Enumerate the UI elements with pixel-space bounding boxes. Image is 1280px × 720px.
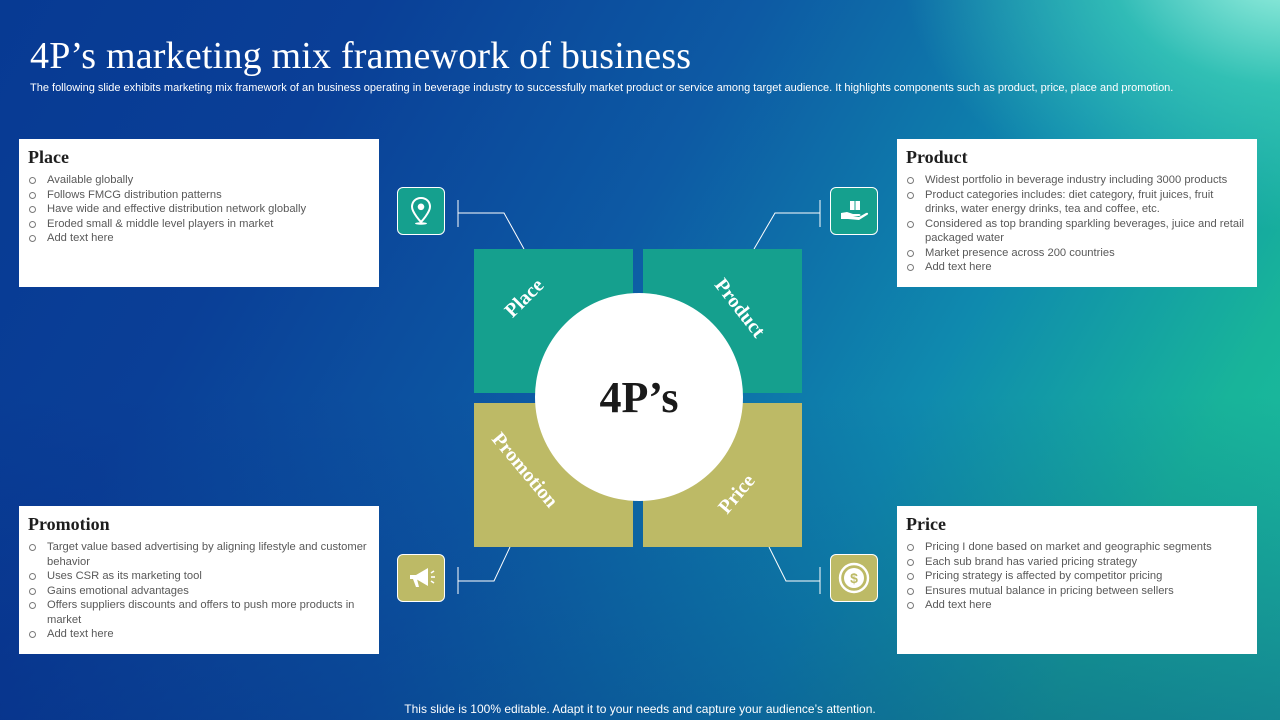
list-item: Uses CSR as its marketing tool bbox=[28, 569, 371, 584]
place-card: Place Available globally Follows FMCG di… bbox=[19, 139, 379, 287]
promotion-card-list: Target value based advertising by aligni… bbox=[28, 540, 371, 642]
list-item: Add text here bbox=[906, 598, 1249, 613]
center-label: 4P’s bbox=[599, 372, 679, 422]
list-item: Available globally bbox=[28, 173, 371, 188]
promotion-card-heading: Promotion bbox=[28, 514, 110, 534]
tile-place-label: Place bbox=[500, 274, 549, 323]
list-item: Considered as top branding sparkling bev… bbox=[906, 217, 1249, 246]
list-item: Eroded small & middle level players in m… bbox=[28, 217, 371, 232]
list-item: Widest portfolio in beverage industry in… bbox=[906, 173, 1249, 188]
list-item: Product categories includes: diet catego… bbox=[906, 188, 1249, 217]
list-item: Offers suppliers discounts and offers to… bbox=[28, 598, 371, 627]
dollar-coin-icon: $ bbox=[838, 562, 870, 594]
list-item: Pricing strategy is affected by competit… bbox=[906, 569, 1249, 584]
hand-box-icon bbox=[841, 201, 869, 220]
list-item: Target value based advertising by aligni… bbox=[28, 540, 371, 569]
list-item: Follows FMCG distribution patterns bbox=[28, 188, 371, 203]
promotion-card: Promotion Target value based advertising… bbox=[19, 506, 379, 654]
price-card-heading: Price bbox=[906, 514, 946, 534]
product-icon-box bbox=[830, 187, 878, 235]
list-item: Each sub brand has varied pricing strate… bbox=[906, 555, 1249, 570]
promotion-icon-box bbox=[397, 554, 445, 602]
list-item: Pricing I done based on market and geogr… bbox=[906, 540, 1249, 555]
price-card: Price Pricing I done based on market and… bbox=[897, 506, 1257, 654]
center-circle: 4P’s bbox=[535, 293, 743, 501]
product-card-heading: Product bbox=[906, 147, 968, 167]
price-icon-box: $ bbox=[830, 554, 878, 602]
product-card: Product Widest portfolio in beverage ind… bbox=[897, 139, 1257, 287]
list-item: Ensures mutual balance in pricing betwee… bbox=[906, 584, 1249, 599]
list-item: Add text here bbox=[28, 627, 371, 642]
list-item: Gains emotional advantages bbox=[28, 584, 371, 599]
place-icon-box bbox=[397, 187, 445, 235]
slide-footer: This slide is 100% editable. Adapt it to… bbox=[404, 702, 876, 716]
tile-price-label: Price bbox=[714, 470, 760, 519]
place-card-heading: Place bbox=[28, 147, 69, 167]
svg-text:$: $ bbox=[850, 570, 858, 586]
product-card-list: Widest portfolio in beverage industry in… bbox=[906, 173, 1249, 275]
megaphone-icon bbox=[410, 568, 435, 587]
list-item: Have wide and effective distribution net… bbox=[28, 202, 371, 217]
list-item: Add text here bbox=[906, 260, 1249, 275]
list-item: Market presence across 200 countries bbox=[906, 246, 1249, 261]
price-card-list: Pricing I done based on market and geogr… bbox=[906, 540, 1249, 613]
list-item: Add text here bbox=[28, 231, 371, 246]
slide-title: 4P’s marketing mix framework of business bbox=[30, 35, 692, 77]
slide-subtitle: The following slide exhibits marketing m… bbox=[30, 82, 1174, 94]
location-pin-icon bbox=[410, 196, 432, 225]
place-card-list: Available globally Follows FMCG distribu… bbox=[28, 173, 371, 246]
